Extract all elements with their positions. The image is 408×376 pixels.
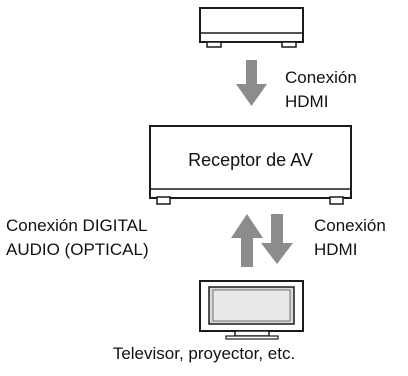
optical-connection-line2: AUDIO (OPTICAL): [6, 240, 149, 259]
hdmi-connection-line2: HDMI: [314, 240, 358, 259]
receiver-label: Receptor de AV: [188, 150, 313, 170]
arrow-down-top: [236, 60, 267, 106]
player-device-icon: [199, 7, 304, 48]
hdmi-connection-label: Conexión HDMI: [314, 214, 386, 262]
arrow-up-optical: [231, 214, 263, 267]
arrow-down-hdmi: [261, 214, 293, 264]
hdmi-connection-line1: Conexión: [314, 216, 386, 235]
top-connection-line1: Conexión: [285, 68, 357, 87]
top-connection-line2: HDMI: [285, 92, 329, 111]
optical-connection-label: Conexión DIGITAL AUDIO (OPTICAL): [6, 214, 149, 262]
top-connection-label: Conexión HDMI: [285, 66, 357, 114]
television-icon: [199, 280, 304, 340]
optical-connection-line1: Conexión DIGITAL: [6, 216, 148, 235]
tv-caption: Televisor, proyector, etc.: [112, 344, 296, 363]
av-receiver-box: [149, 125, 352, 205]
